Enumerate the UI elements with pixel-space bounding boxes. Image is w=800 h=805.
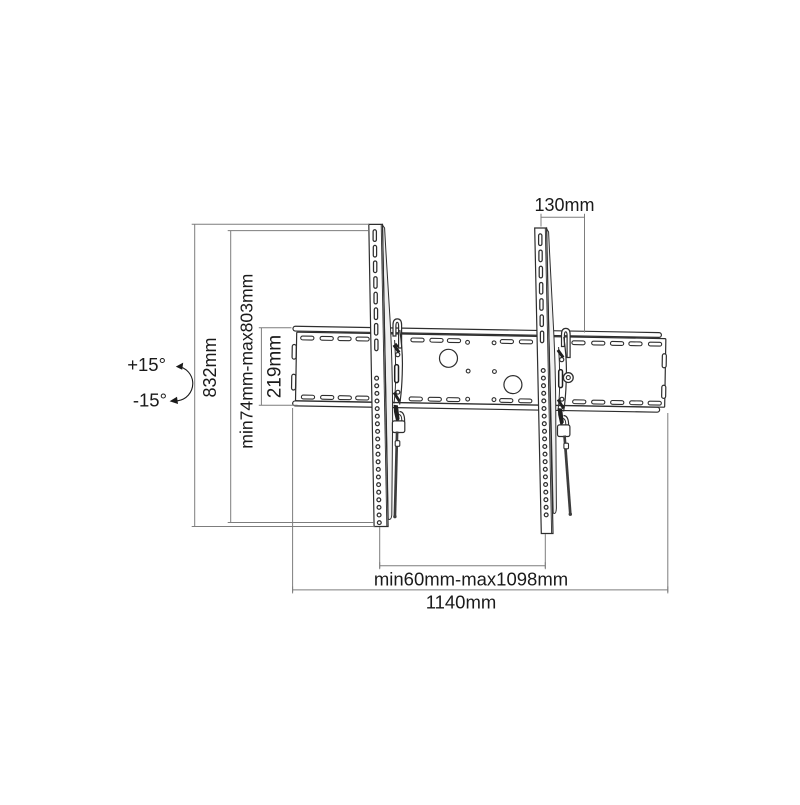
svg-text:219mm: 219mm [264,335,285,398]
svg-text:832mm: 832mm [200,337,220,397]
svg-text:130mm: 130mm [534,195,594,215]
svg-text:min60mm-max1098mm: min60mm-max1098mm [374,569,568,590]
svg-text:-15°: -15° [133,390,167,411]
svg-text:+15°: +15° [127,354,166,375]
svg-text:1140mm: 1140mm [426,592,497,613]
svg-text:min74mm-max803mm: min74mm-max803mm [236,274,256,449]
